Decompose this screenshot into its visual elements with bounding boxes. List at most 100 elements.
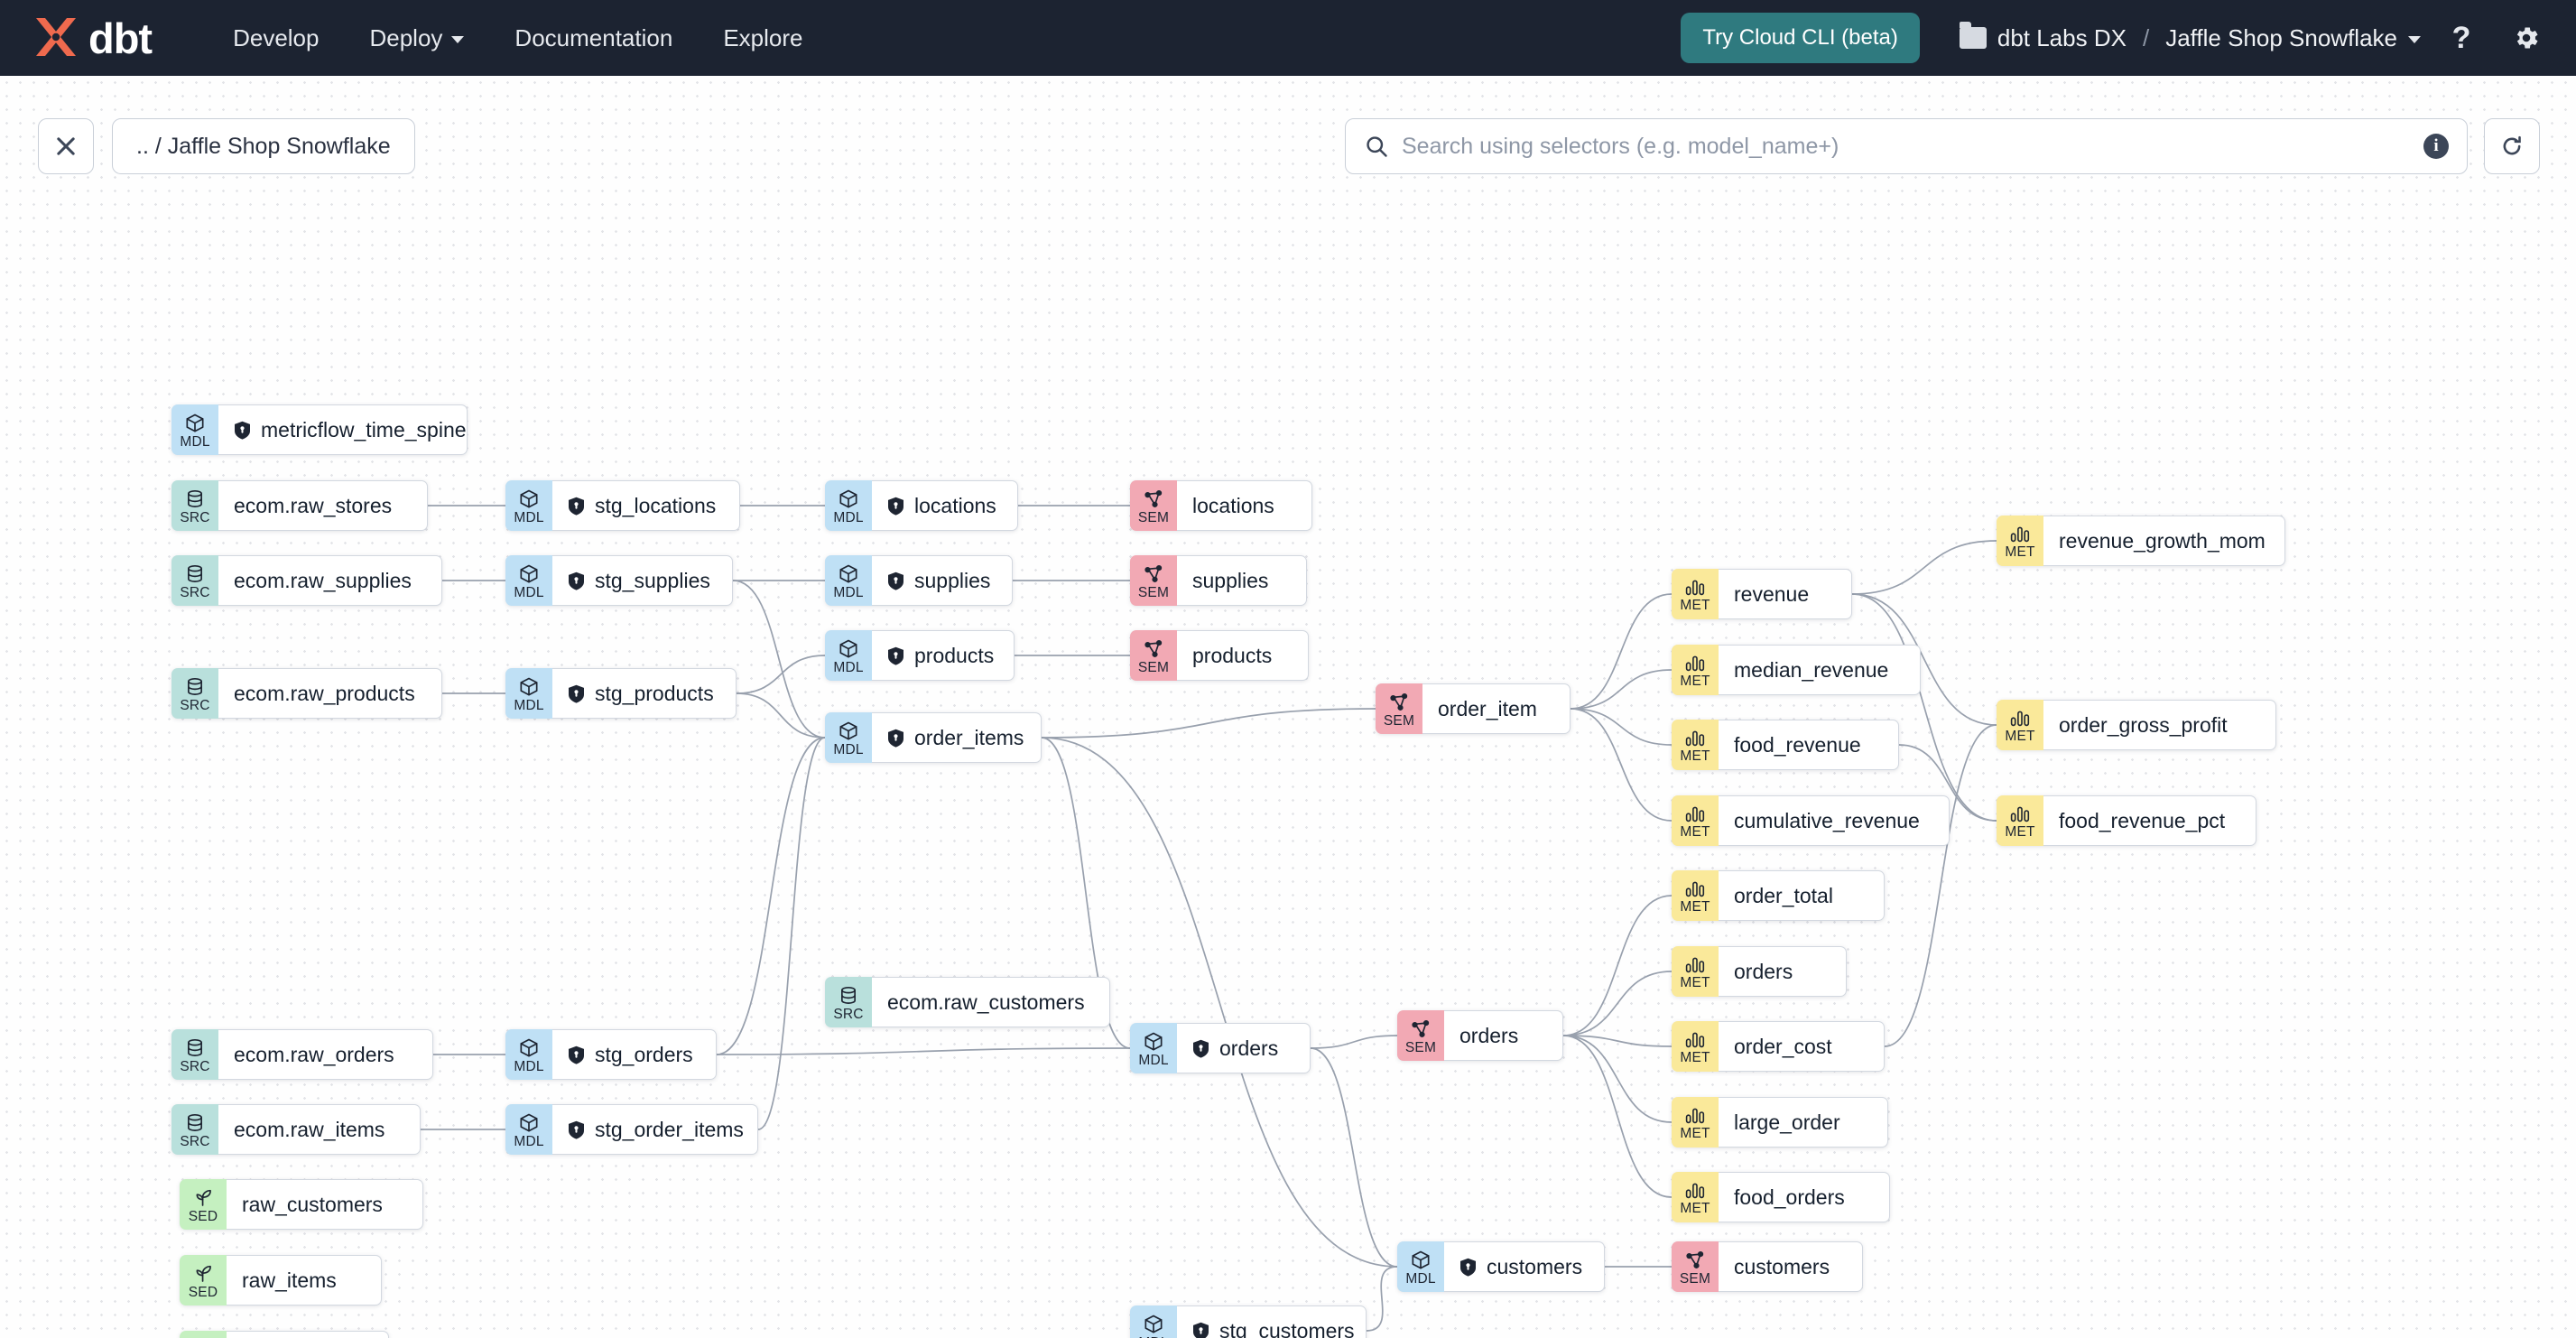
node-type-code: MET [1680,1049,1710,1065]
node-type-badge-mdl: MDL [505,555,552,606]
shield-icon [888,646,903,665]
nav-link-deploy[interactable]: Deploy [344,24,489,52]
graph-nodes-icon [1144,639,1163,657]
nav-link-explore[interactable]: Explore [698,24,828,52]
graph-node-met_orders[interactable]: MET orders [1672,946,1847,997]
nav-link-deploy-label: Deploy [369,23,443,51]
graph-nodes-icon [1144,564,1163,582]
graph-node-ecom_raw_orders[interactable]: SRC ecom.raw_orders [171,1029,433,1080]
graph-node-stg_supplies[interactable]: MDL stg_supplies [505,555,733,606]
dbt-logo[interactable]: dbt [31,14,153,61]
graph-node-sem_order_item[interactable]: SEM order_item [1376,683,1571,734]
node-label: locations [914,493,996,517]
graph-node-ecom_raw_items[interactable]: SRC ecom.raw_items [171,1104,421,1155]
bar-chart-icon [2010,711,2030,726]
node-type-code: MDL [1138,1052,1169,1068]
graph-node-sem_products[interactable]: SEM products [1130,630,1309,681]
breadcrumb[interactable]: .. / Jaffle Shop Snowflake [112,118,415,174]
graph-node-met_revenue[interactable]: MET revenue [1672,569,1852,619]
node-type-badge-src: SRC [171,555,218,606]
node-label: ecom.raw_products [234,681,415,705]
graph-node-ecom_raw_products[interactable]: SRC ecom.raw_products [171,668,442,719]
graph-node-stg_products[interactable]: MDL stg_products [505,668,737,719]
node-type-code: SED [188,1284,218,1300]
node-type-code: SEM [1137,584,1170,600]
node-type-code: SRC [833,1006,864,1022]
graph-node-stg_customers[interactable]: MDL stg_customers [1130,1305,1367,1338]
refresh-button[interactable] [2484,118,2540,174]
graph-node-stg_locations[interactable]: MDL stg_locations [505,480,740,531]
lineage-graph-canvas[interactable]: MDL metricflow_time_spine SRC ecom.raw_s… [0,76,2576,1338]
search-input[interactable] [1402,133,2423,160]
nav-link-develop[interactable]: Develop [208,24,344,52]
node-type-code: MET [2005,823,2035,840]
graph-node-stg_order_items[interactable]: MDL stg_order_items [505,1104,758,1155]
graph-node-mdl_order_items[interactable]: MDL order_items [825,712,1042,763]
graph-node-met_food_revenue[interactable]: MET food_revenue [1672,720,1899,770]
lineage-edge [1562,1035,1673,1123]
node-body: orders [1177,1023,1311,1073]
node-body: order_item [1422,683,1571,734]
node-type-code: SEM [1404,1039,1437,1055]
graph-node-met_food_revenue_pct[interactable]: MET food_revenue_pct [1997,795,2256,846]
node-type-code: SEM [1383,712,1415,729]
graph-node-mdl_products[interactable]: MDL products [825,630,1015,681]
try-cloud-cli-button[interactable]: Try Cloud CLI (beta) [1681,13,1920,63]
cube-icon [1144,1315,1163,1333]
graph-node-stg_orders[interactable]: MDL stg_orders [505,1029,717,1080]
graph-node-mdl_locations[interactable]: MDL locations [825,480,1018,531]
graph-node-sem_locations[interactable]: SEM locations [1130,480,1312,531]
settings-button[interactable] [2502,14,2551,62]
graph-node-ecom_raw_supplies[interactable]: SRC ecom.raw_supplies [171,555,442,606]
shield-icon [569,1120,584,1139]
graph-node-raw_customers[interactable]: SED raw_customers [180,1179,423,1230]
graph-node-met_revenue_growth_mom[interactable]: MET revenue_growth_mom [1997,516,2285,566]
graph-node-met_cumulative_revenue[interactable]: MET cumulative_revenue [1672,795,1950,846]
node-type-code: MDL [514,697,544,713]
node-body: large_order [1719,1097,1888,1148]
help-button[interactable]: ? [2437,14,2486,62]
info-icon[interactable]: i [2423,134,2449,159]
node-type-code: MDL [833,659,864,675]
graph-node-sem_orders[interactable]: SEM orders [1397,1010,1563,1061]
graph-node-mdl_customers[interactable]: MDL customers [1397,1241,1605,1292]
graph-node-raw_orders[interactable]: SED raw_orders [180,1331,389,1338]
lineage-edge [1310,1047,1398,1268]
node-label: customers [1734,1254,1830,1278]
node-type-badge-mdl: MDL [171,404,218,455]
graph-node-sem_supplies[interactable]: SEM supplies [1130,555,1307,606]
project-breadcrumb[interactable]: dbt Labs DX / Jaffle Shop Snowflake [1959,22,2421,52]
graph-node-ecom_raw_stores[interactable]: SRC ecom.raw_stores [171,480,428,531]
node-body: stg_customers [1177,1305,1367,1338]
node-type-badge-met: MET [1672,1021,1719,1072]
lineage-edge [716,737,826,1055]
node-type-code: MDL [833,741,864,757]
graph-node-met_order_gross_profit[interactable]: MET order_gross_profit [1997,700,2276,750]
graph-node-mdl_orders[interactable]: MDL orders [1130,1023,1311,1073]
graph-node-met_large_order[interactable]: MET large_order [1672,1097,1888,1148]
nav-link-documentation[interactable]: Documentation [489,24,698,52]
graph-node-raw_items[interactable]: SED raw_items [180,1255,382,1305]
graph-node-mdl_supplies[interactable]: MDL supplies [825,555,1013,606]
close-graph-button[interactable] [38,118,94,174]
search-box[interactable]: i [1345,118,2468,174]
node-label: locations [1192,493,1274,517]
node-label: food_revenue_pct [2059,808,2226,832]
node-type-badge-met: MET [1672,569,1719,619]
graph-node-metricflow_time_spine[interactable]: MDL metricflow_time_spine [171,404,468,455]
gear-icon [2516,27,2538,49]
node-label: orders [1734,959,1793,983]
node-body: food_orders [1719,1172,1890,1222]
node-label: customers [1487,1254,1583,1278]
graph-node-met_order_cost[interactable]: MET order_cost [1672,1021,1885,1072]
node-type-code: SRC [180,509,210,525]
graph-node-met_median_revenue[interactable]: MET median_revenue [1672,645,1921,695]
graph-node-sem_customers[interactable]: SEM customers [1672,1241,1863,1292]
node-type-badge-src: SRC [171,668,218,719]
node-label: stg_orders [595,1042,693,1066]
node-body: stg_supplies [552,555,733,606]
graph-node-met_food_orders[interactable]: MET food_orders [1672,1172,1890,1222]
graph-node-met_order_total[interactable]: MET order_total [1672,870,1885,921]
node-label: order_items [914,725,1024,749]
graph-node-ecom_raw_customers[interactable]: SRC ecom.raw_customers [825,977,1110,1027]
